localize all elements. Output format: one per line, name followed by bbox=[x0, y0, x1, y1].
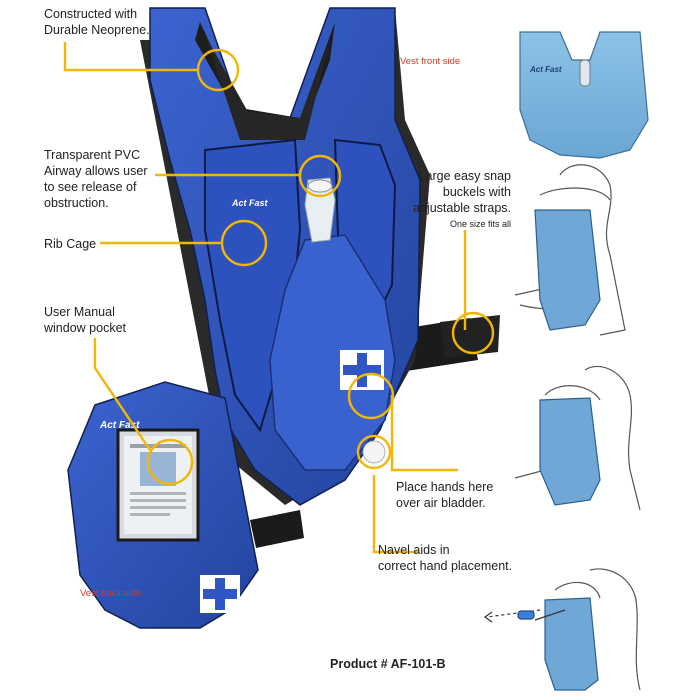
vest-back: Act Fast bbox=[67, 381, 304, 629]
thumb-demo-1 bbox=[514, 164, 626, 336]
back-logo: Act Fast bbox=[99, 420, 140, 431]
label-manual: User Manual window pocket bbox=[44, 305, 126, 335]
thumb-demo-2 bbox=[514, 365, 641, 511]
thumb-demo-3 bbox=[483, 568, 641, 691]
label-vest-front-side: Vest front side bbox=[400, 56, 461, 67]
label-buckles: Large easy snap buckels with adjustable … bbox=[413, 169, 511, 215]
label-vest-back-side: Vest back side bbox=[80, 588, 142, 599]
svg-text:Act Fast: Act Fast bbox=[529, 65, 562, 74]
label-neoprene: Constructed with Durable Neoprene. bbox=[44, 7, 150, 37]
label-airway: Transparent PVC Airway allows user to se… bbox=[44, 148, 148, 210]
callout-lines bbox=[63, 42, 495, 554]
label-one-size: One size fits all bbox=[449, 219, 511, 229]
front-logo: Act Fast bbox=[231, 198, 269, 208]
product-number: Product # AF-101-B bbox=[330, 657, 446, 671]
vest-front: Act Fast bbox=[140, 7, 500, 506]
label-navel: Navel aids in correct hand placement. bbox=[378, 543, 513, 573]
label-hands: Place hands here over air bladder. bbox=[396, 480, 494, 510]
label-rib-cage: Rib Cage bbox=[44, 237, 97, 251]
thumb-vest-light: Act Fast bbox=[519, 31, 649, 159]
